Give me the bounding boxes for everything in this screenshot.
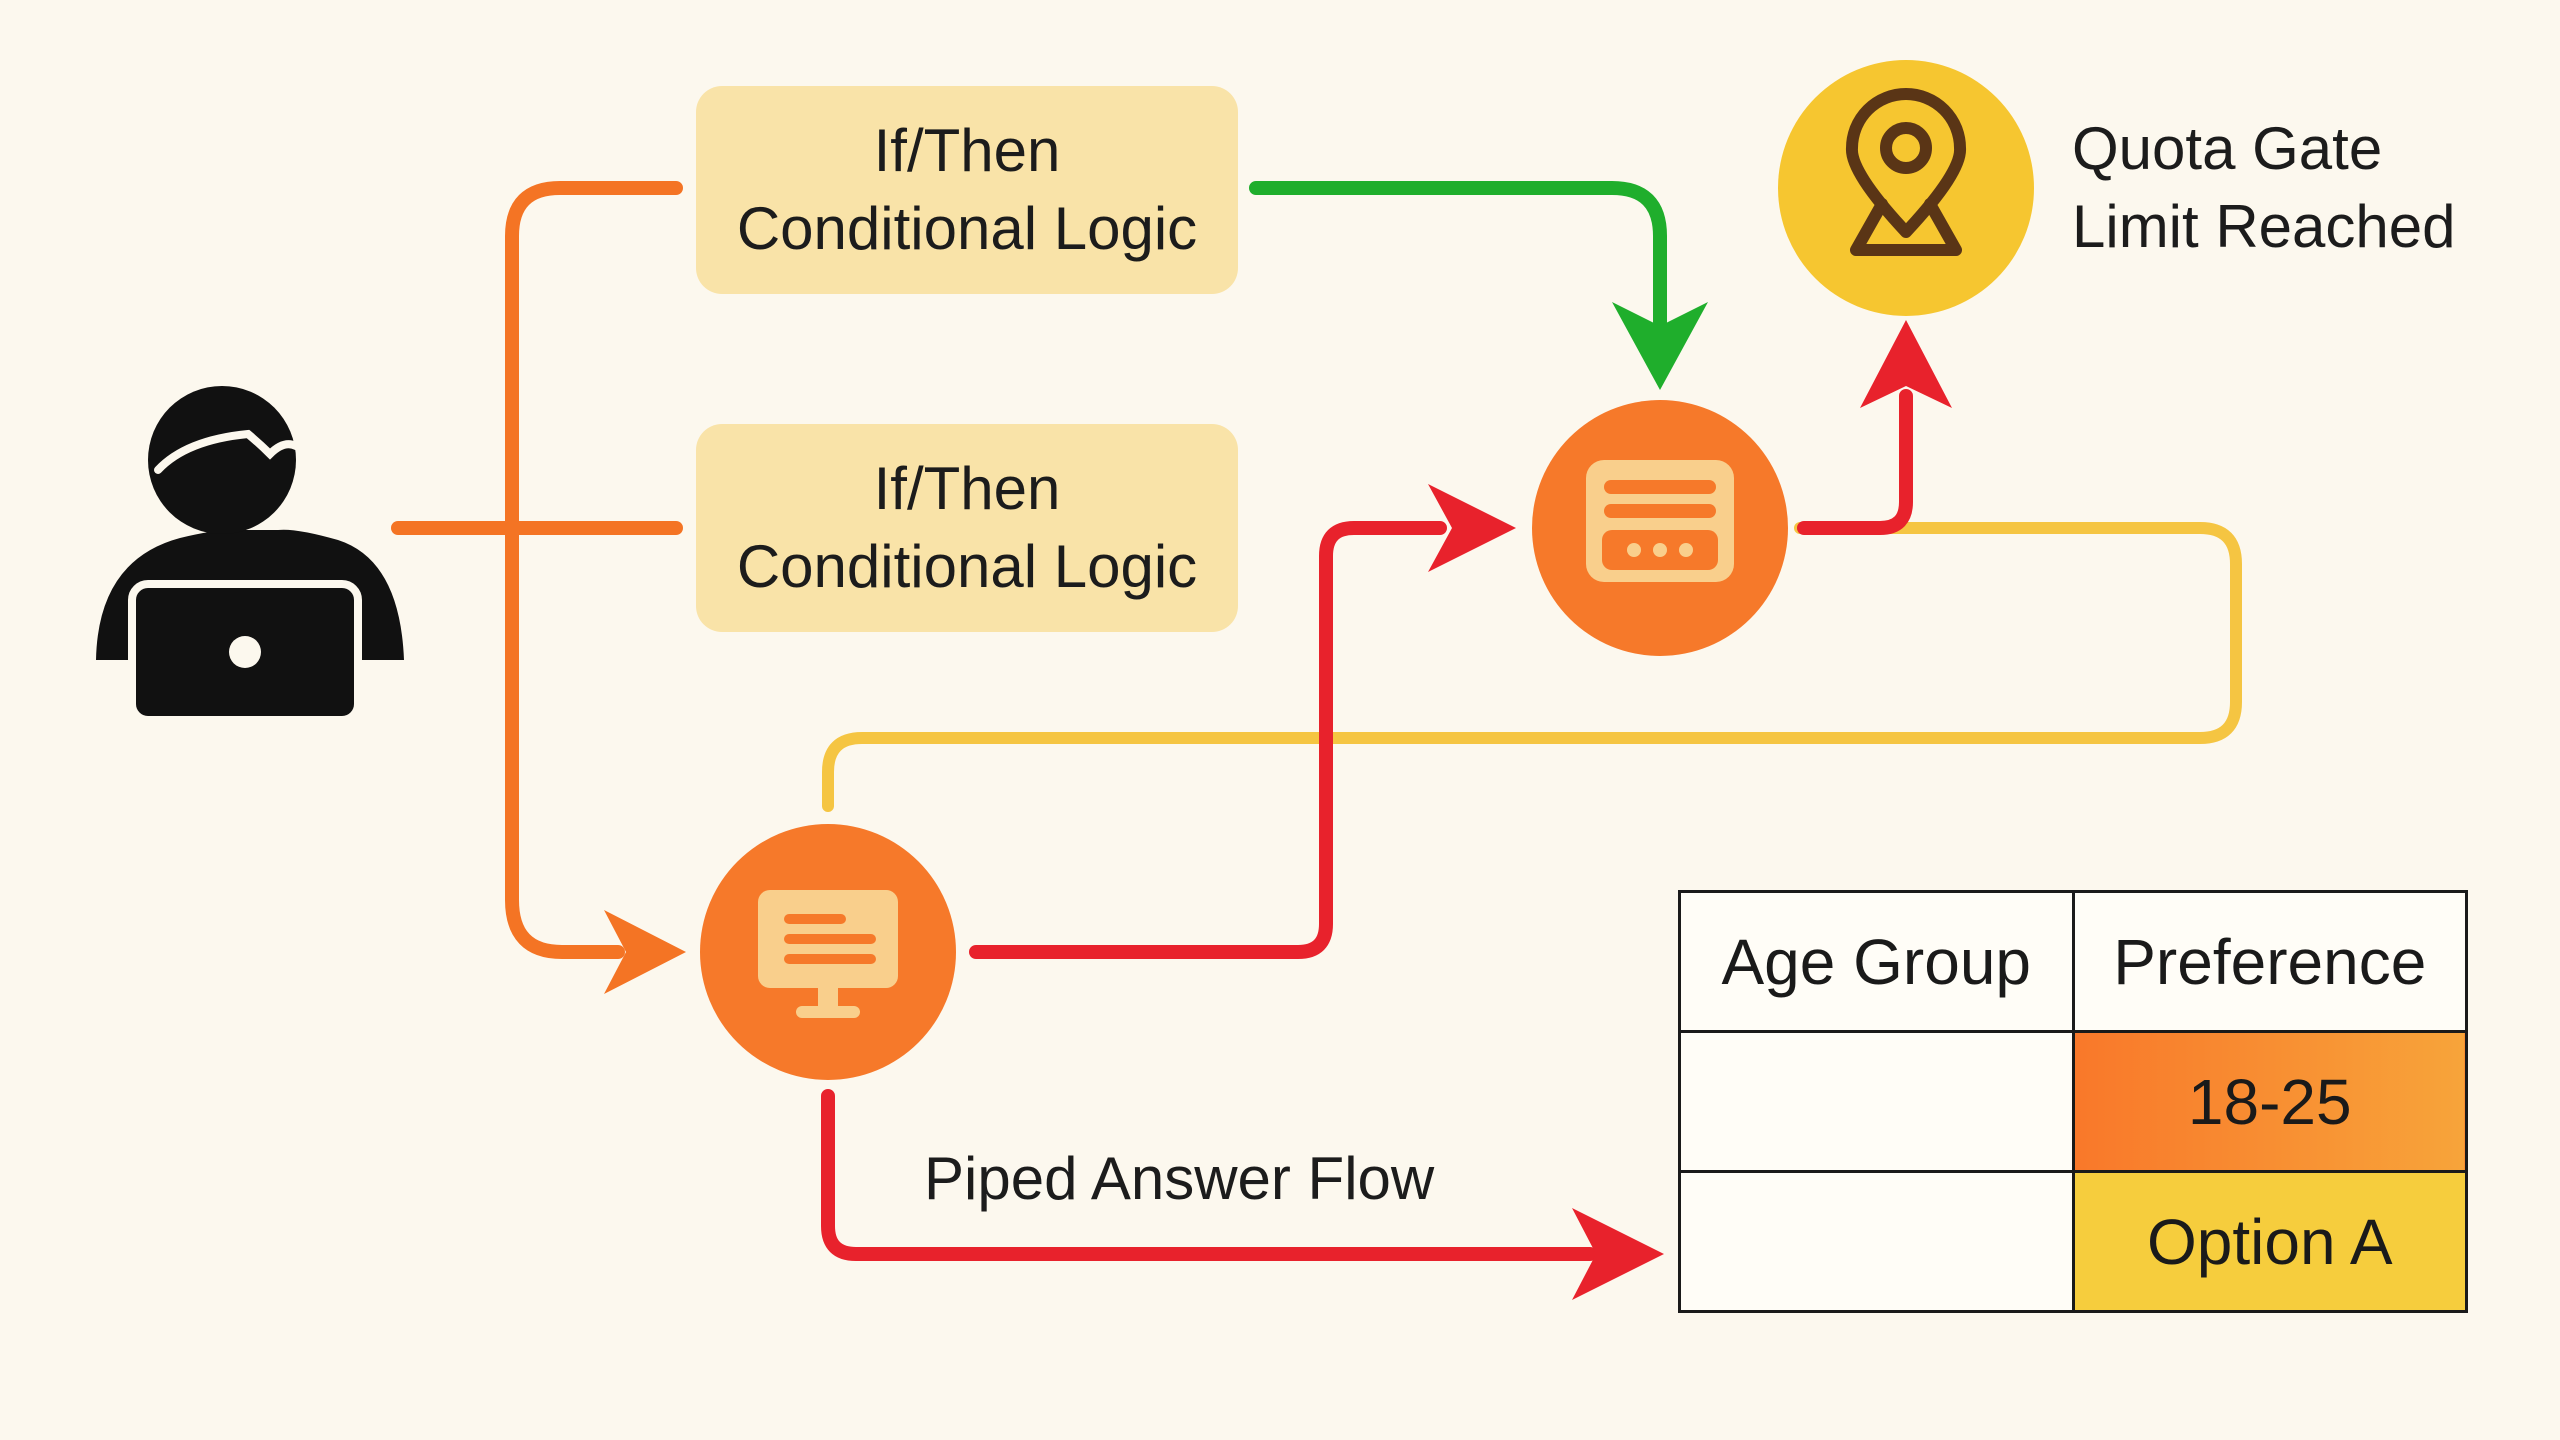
- connector-survey-node-to-logic-node: [969, 521, 1447, 959]
- piped-answer-flow-label: Piped Answer Flow: [924, 1145, 1435, 1212]
- table-row: Option A: [1678, 1170, 2468, 1313]
- age-preference-table: Age Group Preference 18-25 Option A: [1678, 890, 2468, 1313]
- quota-gate-status: Limit Reached: [2072, 193, 2456, 260]
- table-header-row: Age Group Preference: [1678, 890, 2468, 1033]
- arrowhead-to-survey-node: [604, 910, 686, 994]
- arrowhead-to-logic-node: [1612, 302, 1708, 390]
- table-cell-highlight-orange: 18-25: [2071, 1030, 2468, 1173]
- arrowhead-to-table: [1572, 1208, 1664, 1300]
- conditional-logic-box-middle[interactable]: If/Then Conditional Logic: [696, 424, 1238, 632]
- quota-gate-label: Quota Gate Limit Reached: [2072, 110, 2456, 266]
- arrowhead-to-quota: [1860, 320, 1952, 408]
- conditional-logic-title: If/Then: [873, 117, 1061, 184]
- table-row: 18-25: [1678, 1030, 2468, 1173]
- map-pin-icon: [1845, 88, 1967, 256]
- table-cell-highlight-yellow: Option A: [2071, 1170, 2468, 1313]
- quota-gate-node[interactable]: [1778, 60, 2034, 316]
- conditional-logic-title: If/Then: [873, 455, 1061, 522]
- form-fields-icon: [1586, 460, 1734, 582]
- table-header-age-group: Age Group: [1678, 890, 2075, 1033]
- user-laptop-icon: [96, 386, 404, 724]
- connector-to-top-box: [505, 181, 683, 535]
- user-branch-connectors: [391, 181, 683, 959]
- table-cell: [1678, 1170, 2075, 1313]
- table-cell: [1678, 1030, 2075, 1173]
- connector-piped-answer-flow: [821, 1089, 1597, 1261]
- conditional-logic-subtitle: Conditional Logic: [736, 533, 1198, 600]
- connector-top-box-to-logic-node: [1249, 181, 1667, 329]
- monitor-form-icon: [758, 890, 898, 1018]
- connector-logic-node-loop: [822, 522, 2242, 812]
- connector-to-survey-node: [505, 521, 625, 959]
- connector-logic-node-to-quota: [1797, 389, 1913, 535]
- conditional-logic-subtitle: Conditional Logic: [736, 195, 1198, 262]
- arrowhead-to-logic-node-red: [1428, 484, 1516, 572]
- quota-gate-title: Quota Gate: [2072, 115, 2383, 182]
- survey-node[interactable]: [700, 824, 956, 1080]
- logic-node[interactable]: [1532, 400, 1788, 656]
- table-header-preference: Preference: [2071, 890, 2468, 1033]
- conditional-logic-box-top[interactable]: If/Then Conditional Logic: [696, 86, 1238, 294]
